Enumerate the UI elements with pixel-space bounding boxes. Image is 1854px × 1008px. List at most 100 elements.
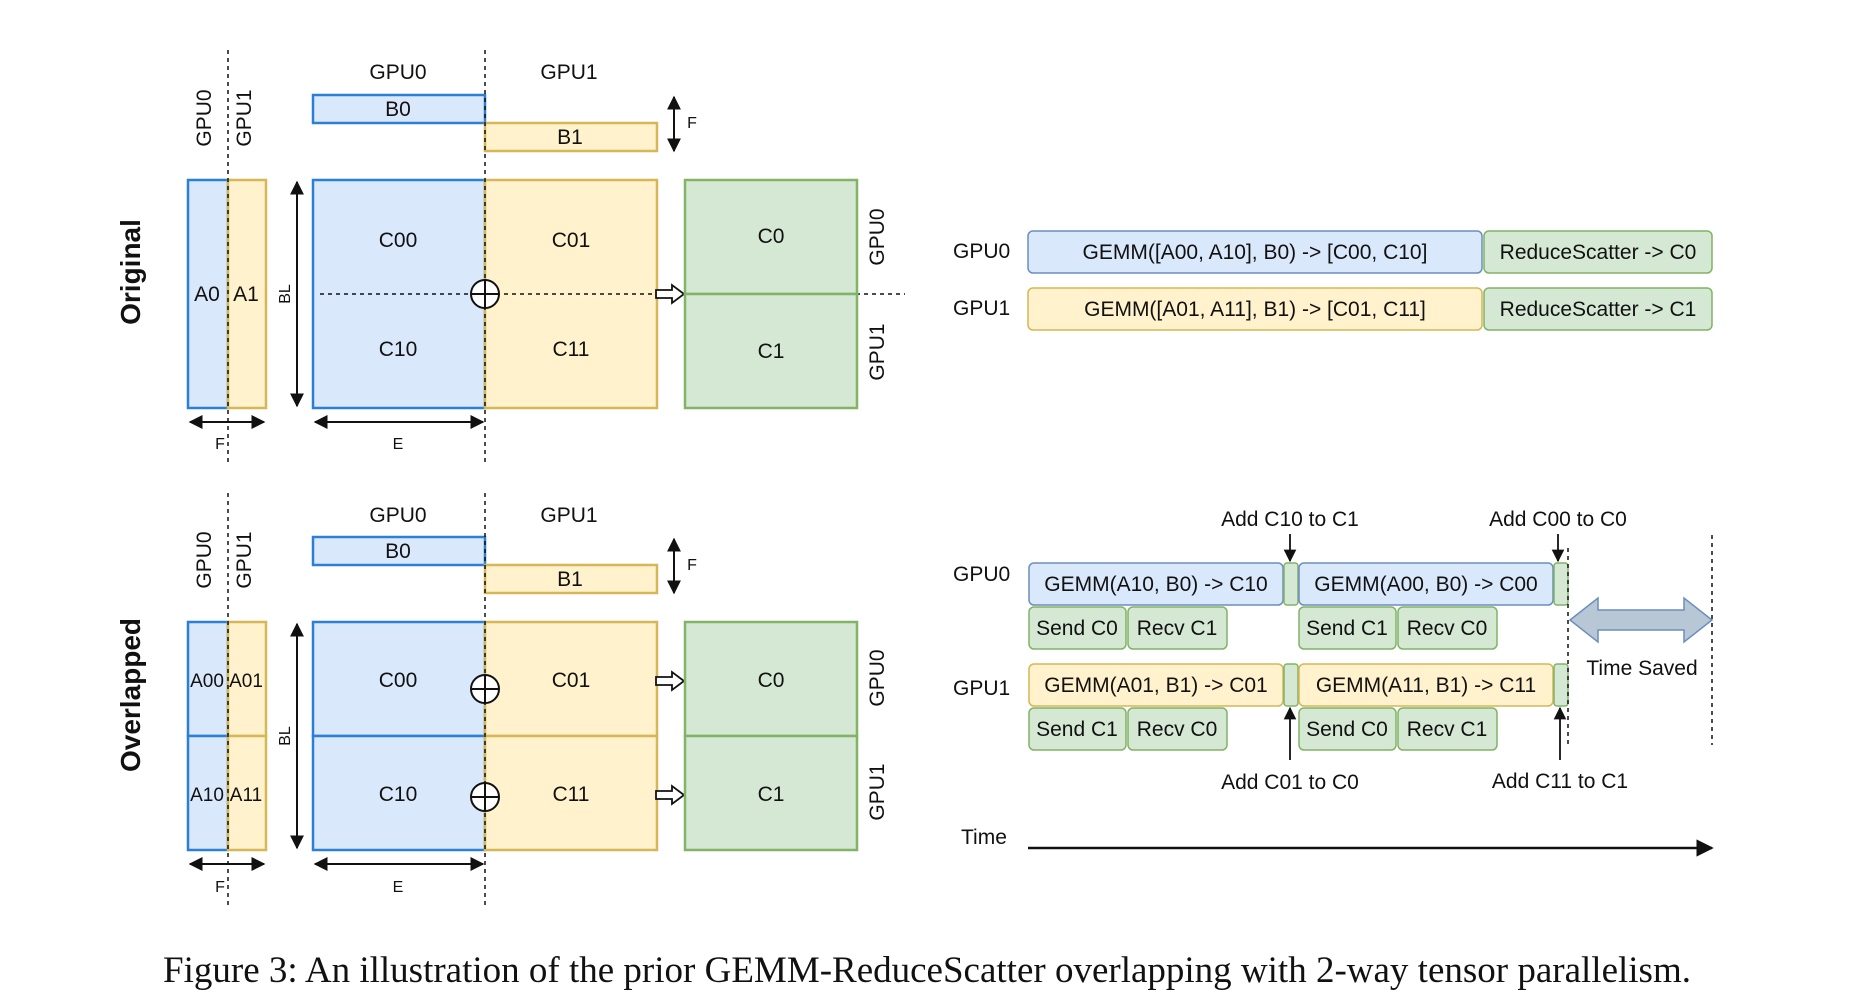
time-saved-label: Time Saved — [1586, 657, 1697, 680]
result-gpu0-label: GPU0 — [866, 649, 889, 706]
b1-block — [483, 121, 659, 153]
b1-block — [483, 563, 659, 595]
hollow-arrow-icon — [655, 670, 686, 692]
a01-label: A01 — [229, 671, 263, 692]
f-dim-label: F — [215, 879, 225, 896]
a11-label: A11 — [230, 785, 262, 806]
c1-label: C1 — [758, 783, 785, 806]
add-c10-to-c1-label: Add C10 to C1 — [1221, 508, 1359, 531]
e-dim-label: E — [393, 436, 404, 453]
b0-block — [311, 93, 487, 125]
gpu0-gemm1-text: GEMM(A10, B0) -> C10 — [1044, 573, 1267, 596]
b-f-dim-label: F — [687, 557, 697, 574]
timeline-gpu1-label: GPU1 — [953, 677, 1010, 700]
gpu0-add1-bar — [1283, 562, 1299, 606]
c11-block — [483, 734, 659, 852]
c1-result-block — [683, 292, 859, 410]
c10-label: C10 — [379, 783, 418, 806]
gpu1-recv1-bar — [1127, 707, 1228, 751]
result-gpu1-label: GPU1 — [866, 323, 889, 380]
gpu1-rs-text: ReduceScatter -> C1 — [1500, 298, 1697, 321]
gpu1-rs-bar — [1483, 287, 1713, 331]
c10-label: C10 — [379, 338, 418, 361]
gpu0-recv2-text: Recv C0 — [1407, 617, 1488, 640]
c11-label: C11 — [553, 783, 590, 806]
original-diagram: Original GPU0 GPU1 A0 A1 F BL GPU0 GPU1 … — [115, 50, 905, 462]
a10-label: A10 — [190, 785, 224, 806]
add-c11-to-c1-label: Add C11 to C1 — [1492, 770, 1628, 793]
timeline-gpu1-label: GPU1 — [953, 297, 1010, 320]
gpu1-gemm1-bar — [1028, 663, 1284, 707]
gpu0-send2-text: Send C1 — [1306, 617, 1388, 640]
gpu0-gemm1-bar — [1028, 562, 1284, 606]
b-header-gpu0: GPU0 — [369, 504, 426, 527]
a0-label: A0 — [194, 283, 220, 306]
b0-label: B0 — [385, 540, 411, 563]
c1-result-block — [683, 734, 859, 852]
c01-label: C01 — [552, 229, 591, 252]
c00-label: C00 — [379, 229, 418, 252]
gpu0-add2-bar — [1553, 562, 1569, 606]
gpu0-send2-bar — [1298, 606, 1397, 650]
gpu1-recv2-text: Recv C1 — [1407, 718, 1488, 741]
time-axis-label: Time — [961, 826, 1007, 849]
overlapped-diagram: Overlapped GPU0 GPU1 A00 A01 A10 A11 F B… — [115, 493, 889, 905]
c0-result-block — [683, 620, 859, 738]
c1-label: C1 — [758, 340, 785, 363]
gpu1-send1-bar — [1028, 707, 1127, 751]
time-saved-arrow-icon — [1568, 596, 1714, 644]
figure-caption: Figure 3: An illustration of the prior G… — [163, 950, 1691, 991]
a-header-gpu1: GPU1 — [233, 89, 256, 146]
gpu0-rs-bar — [1483, 230, 1713, 274]
gpu0-send1-text: Send C0 — [1036, 617, 1118, 640]
c00-label: C00 — [379, 669, 418, 692]
timeline-gpu0-label: GPU0 — [953, 563, 1010, 586]
gpu1-recv2-bar — [1397, 707, 1498, 751]
hollow-arrow-icon — [655, 784, 686, 806]
gpu1-recv1-text: Recv C0 — [1137, 718, 1218, 741]
b1-label: B1 — [557, 568, 583, 591]
a01-block — [226, 620, 268, 738]
b0-block — [311, 535, 487, 567]
b-header-gpu1: GPU1 — [540, 61, 597, 84]
gpu0-recv1-bar — [1127, 606, 1228, 650]
b-f-dim-label: F — [687, 115, 697, 132]
c00-block — [311, 620, 487, 738]
c11-label: C11 — [553, 338, 590, 361]
add-c01-to-c0-label: Add C01 to C0 — [1221, 771, 1359, 794]
a-header-gpu0: GPU0 — [193, 89, 216, 146]
gpu1-add2-bar — [1553, 663, 1569, 707]
a11-block — [226, 734, 268, 852]
e-dim-label: E — [393, 879, 404, 896]
a-header-gpu0: GPU0 — [193, 531, 216, 588]
c10-block — [311, 734, 487, 852]
gpu1-send1-text: Send C1 — [1036, 718, 1118, 741]
gpu0-rs-text: ReduceScatter -> C0 — [1500, 241, 1697, 264]
gpu1-send2-bar — [1298, 707, 1397, 751]
timeline-gpu0-label: GPU0 — [953, 240, 1010, 263]
gpu0-gemm2-text: GEMM(A00, B0) -> C00 — [1314, 573, 1537, 596]
a0-block — [186, 178, 230, 410]
gpu1-gemm-bar — [1027, 287, 1483, 331]
result-gpu1-label: GPU1 — [866, 763, 889, 820]
gpu0-gemm2-bar — [1298, 562, 1554, 606]
c0-label: C0 — [758, 669, 785, 692]
c0-result-block — [683, 178, 859, 296]
a1-block — [226, 178, 268, 410]
gpu1-gemm2-bar — [1298, 663, 1554, 707]
oplus-icon — [470, 782, 500, 812]
b-header-gpu1: GPU1 — [540, 504, 597, 527]
b-header-gpu0: GPU0 — [369, 61, 426, 84]
f-dim-label: F — [215, 436, 225, 453]
overlapped-timeline: Add C10 to C1 Add C00 to C0 GPU0 GPU1 GE… — [953, 508, 1714, 857]
section-label-original: Original — [115, 219, 146, 325]
bl-dim-label: BL — [277, 726, 294, 746]
gpu1-send2-text: Send C0 — [1306, 718, 1388, 741]
original-timeline: GPU0 GPU1 GEMM([A00, A10], B0) -> [C00, … — [953, 230, 1713, 331]
b1-label: B1 — [557, 126, 583, 149]
bl-dim-label: BL — [277, 284, 294, 304]
c01-label: C01 — [552, 669, 591, 692]
a-header-gpu1: GPU1 — [233, 531, 256, 588]
a1-label: A1 — [233, 283, 259, 306]
